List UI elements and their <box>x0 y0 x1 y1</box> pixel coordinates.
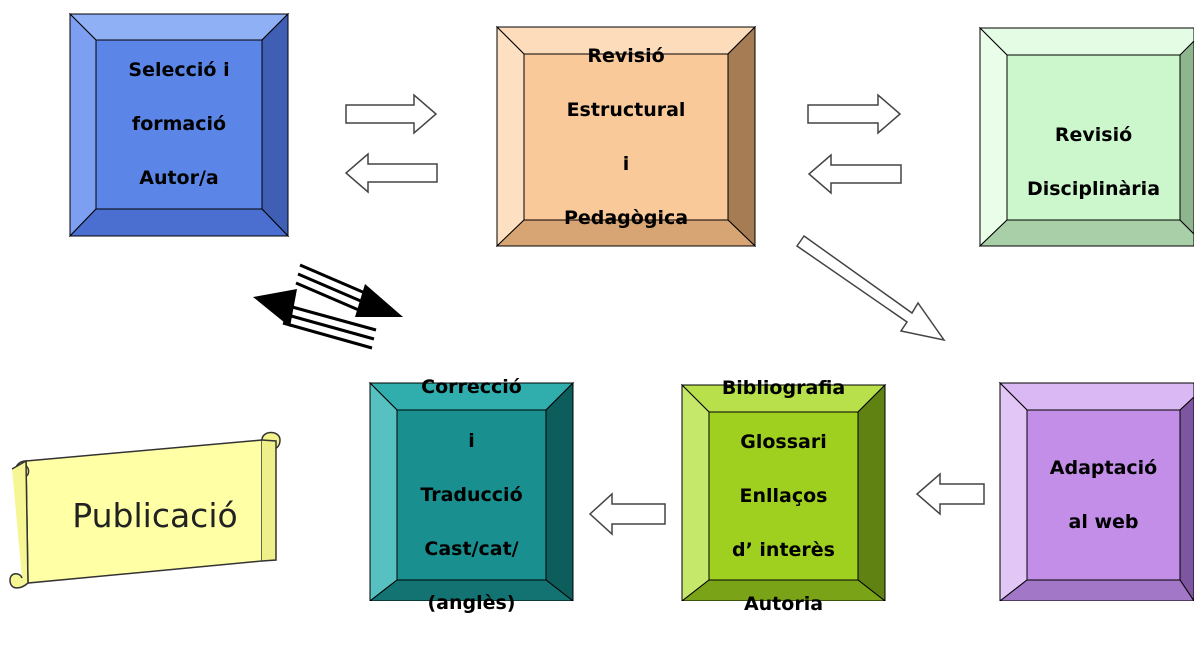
label-line: Traducció <box>420 483 523 506</box>
label-line: Revisió <box>1054 124 1133 146</box>
arrow-left-4 <box>588 492 666 536</box>
label-line: Enllaços <box>739 484 828 507</box>
label-line: Glossari <box>740 430 827 453</box>
label-line: Disciplinària <box>1026 178 1161 200</box>
arrow-diagonal <box>795 234 946 342</box>
arrow-left-3 <box>915 472 985 516</box>
arrow-striped-right <box>295 263 403 317</box>
label-seleccio: Selecció i formació Autor/a <box>96 40 262 209</box>
label-line: Autoria <box>743 592 824 615</box>
label-line: Pedagògica <box>563 206 689 229</box>
label-line: formació <box>131 113 227 135</box>
label-adaptacio: Adaptació al web <box>1027 410 1180 580</box>
box-seleccio-autor <box>68 12 290 238</box>
label-revisio-disciplinaria: Revisió Disciplinària <box>1007 55 1180 220</box>
label-line: Bibliografia <box>721 376 846 399</box>
label-revisio-estructural: Revisió Estructural i Pedagògica <box>524 45 728 229</box>
label-line: Selecció i <box>128 59 230 81</box>
arrow-striped-left <box>253 289 377 350</box>
arrow-left-1 <box>344 152 438 194</box>
arrow-right-2 <box>807 93 902 135</box>
publicacio-label: Publicació <box>72 495 238 535</box>
label-line: d’ interès <box>731 538 835 561</box>
label-line: Cast/cat/ <box>424 537 519 560</box>
label-line: Estructural <box>566 98 686 121</box>
workflow-diagram <box>9 12 1194 601</box>
label-line: Revisió <box>587 44 665 67</box>
box-revisio-estructural <box>495 25 757 248</box>
label-correccio: Correcció i Traducció Cast/cat/ (anglès) <box>397 376 546 614</box>
box-bibliografia <box>680 383 887 601</box>
box-correccio-traduccio <box>368 381 575 601</box>
box-revisio-disciplinaria <box>978 26 1194 248</box>
publicacio-scroll <box>9 431 281 589</box>
label-line: i <box>468 429 475 452</box>
label-bibliografia: Bibliografia Glossari Enllaços d’ interè… <box>709 377 858 615</box>
label-line: i <box>622 152 630 175</box>
label-line: (anglès) <box>427 591 516 614</box>
arrow-right-1 <box>345 93 438 135</box>
arrow-left-2 <box>807 153 902 195</box>
label-line: al web <box>1068 510 1139 533</box>
box-adaptacio-web <box>998 381 1194 601</box>
label-line: Autor/a <box>139 167 219 189</box>
label-line: Adaptació <box>1049 456 1158 479</box>
label-line: Correcció <box>421 375 522 398</box>
